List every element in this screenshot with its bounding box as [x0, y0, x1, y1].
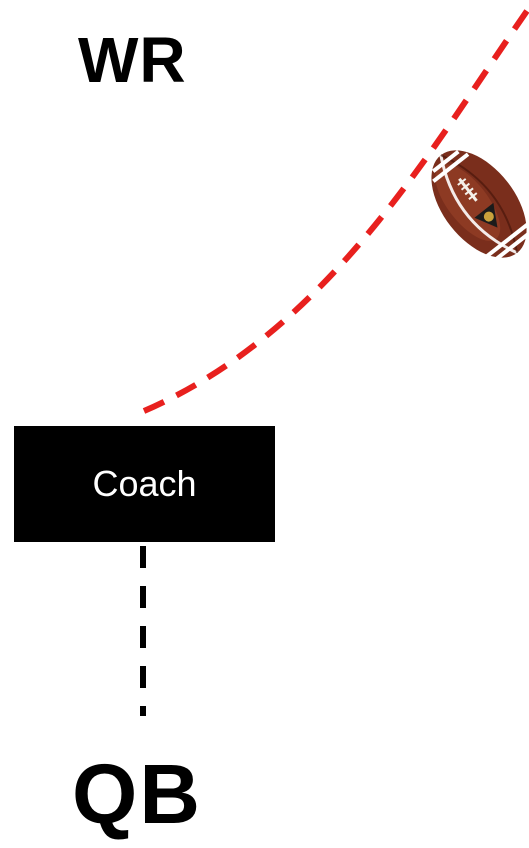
- pass-route-line: [142, 6, 529, 414]
- wide-receiver-label: WR: [78, 24, 187, 96]
- football-icon: [431, 150, 529, 262]
- quarterback-label: QB: [72, 747, 202, 841]
- coach-box: Coach: [14, 426, 275, 542]
- coach-label: Coach: [92, 463, 197, 504]
